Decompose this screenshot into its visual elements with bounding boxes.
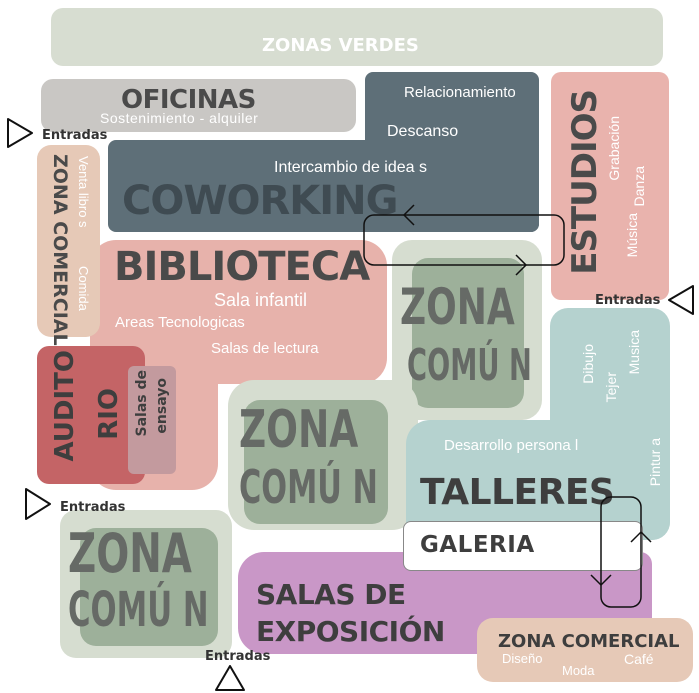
zona-comercial-right-item-diseno: Diseño <box>502 651 543 666</box>
talleres-title: TALLERES <box>420 472 615 513</box>
zona-comercial-left-title: ZONA COMERCIAL <box>49 154 71 346</box>
talleres-item-desarrollo: Desarrollo persona l <box>444 437 579 454</box>
salas-exposicion-line-1: SALAS DE <box>256 578 406 611</box>
entrance-label-right: Entradas <box>595 293 661 308</box>
arrow-up-icon <box>630 530 652 543</box>
salas-exposicion-line-2: EXPOSICIÓN <box>256 615 445 648</box>
zona-comercial-left-item-comida: Comida <box>76 266 91 311</box>
zona-verdes-area <box>51 8 663 66</box>
biblioteca-item-salas-lectura: Salas de lectura <box>211 340 319 357</box>
talleres-area-lower <box>406 420 670 540</box>
biblioteca-item-sala-infantil: Sala infantil <box>214 290 308 310</box>
zona-comercial-right-area <box>477 618 693 682</box>
galeria-area <box>403 521 643 571</box>
auditorio-area <box>37 346 145 484</box>
zona-comercial-right-title: ZONA COMERCIAL <box>498 631 680 652</box>
zona-comun-2-line-1: ZONA <box>239 400 359 460</box>
entrance-top-left-icon <box>7 118 33 148</box>
coworking-area-lower <box>108 140 539 232</box>
biblioteca-item-areas-tecnologicas: Areas Tecnologicas <box>115 314 245 331</box>
coworking-title: COWORKING <box>122 178 398 224</box>
entrance-right-icon <box>668 285 694 315</box>
zona-comercial-left-area <box>37 145 100 337</box>
arrow-right-icon <box>515 254 528 276</box>
zona-comun-1-inner <box>412 258 524 408</box>
zona-comercial-right-item-cafe: Café <box>624 651 654 667</box>
zona-comun-1-line-2: COMÚ N <box>407 340 532 391</box>
zona-comun-3-line-2: COMÚ N <box>68 582 209 638</box>
zona-comun-3-inner <box>80 528 218 646</box>
entrance-left-icon <box>25 488 51 520</box>
salas-ensayo-area <box>128 366 176 474</box>
zona-comun-2-inner <box>244 400 388 524</box>
zona-comercial-right-item-moda: Moda <box>562 663 595 678</box>
zona-comun-1-line-1: ZONA <box>400 278 515 336</box>
oficinas-title: OFICINAS <box>121 85 256 115</box>
arrow-left-icon <box>402 204 415 226</box>
arrow-down-icon <box>590 574 612 587</box>
zona-comun-2-line-2: COMÚ N <box>239 460 378 514</box>
zona-comun-3-line-1: ZONA <box>68 522 192 585</box>
galeria-title: GALERIA <box>420 532 535 558</box>
coworking-item-relacionamiento: Relacionamiento <box>404 84 516 101</box>
oficinas-area <box>41 79 356 132</box>
zona-comercial-left-item-libros: Venta libro s <box>76 156 91 228</box>
entrance-bottom-icon <box>215 665 245 691</box>
coworking-item-intercambio: Intercambio de idea s <box>274 159 427 176</box>
estudios-area <box>551 72 669 300</box>
entrance-label-left: Entradas <box>60 500 126 515</box>
entrance-label-top-left: Entradas <box>42 128 108 143</box>
oficinas-subtitle: Sostenimiento - alquiler <box>100 110 259 126</box>
entrance-label-bottom: Entradas <box>205 649 271 664</box>
coworking-item-descanso: Descanso <box>387 123 459 140</box>
zonas-verdes-title: ZONAS VERDES <box>262 35 419 56</box>
biblioteca-title: BIBLIOTECA <box>114 244 370 290</box>
